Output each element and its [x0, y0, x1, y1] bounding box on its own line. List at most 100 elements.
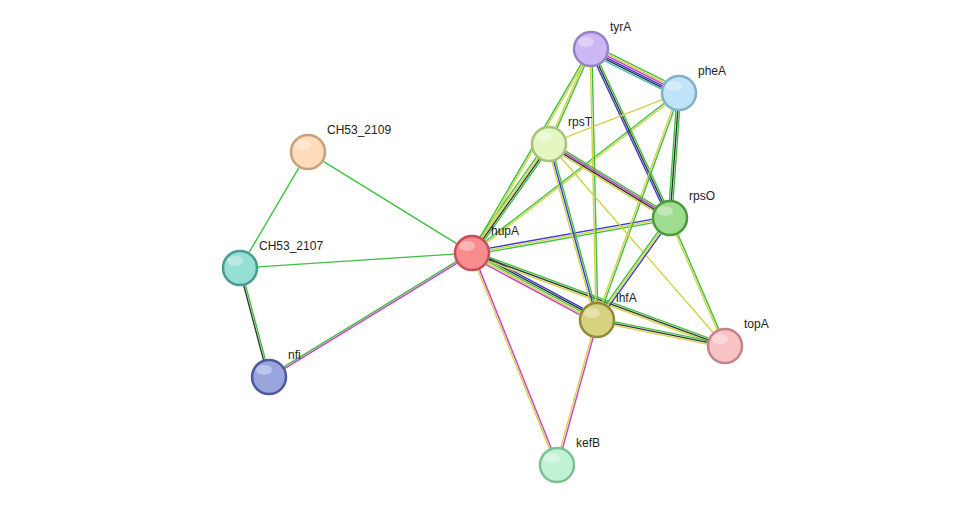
node-fill — [223, 251, 257, 285]
node-circle — [251, 359, 287, 395]
node-label: pheA — [698, 64, 726, 78]
interaction-edge — [605, 53, 665, 89]
node-circle — [661, 75, 697, 111]
evidence-line — [615, 324, 708, 343]
node-label: ihfA — [616, 291, 637, 305]
interaction-edge — [606, 232, 661, 307]
interaction-edge — [561, 337, 593, 448]
node-highlight — [227, 256, 243, 266]
node-fill — [455, 236, 489, 270]
node-fill — [291, 135, 325, 169]
node-label: tyrA — [610, 20, 631, 34]
interaction-edge — [614, 322, 707, 344]
protein-node: pheA — [661, 75, 697, 111]
evidence-line — [284, 262, 456, 367]
node-fill — [708, 329, 742, 363]
node-highlight — [459, 241, 475, 251]
evidence-line — [258, 254, 454, 267]
evidence-line — [486, 103, 665, 241]
node-highlight — [666, 81, 682, 91]
protein-node: CH53_2107 — [222, 250, 258, 286]
node-label: topA — [744, 317, 769, 331]
evidence-line — [563, 156, 653, 211]
node-circle — [454, 235, 490, 271]
evidence-line — [614, 325, 707, 344]
node-highlight — [578, 37, 594, 47]
evidence-line — [609, 234, 661, 307]
node-fill — [653, 201, 687, 235]
evidence-line — [478, 270, 550, 449]
node-label: hupA — [491, 224, 519, 238]
evidence-line — [606, 232, 658, 305]
interaction-edge — [597, 65, 664, 203]
evidence-line — [485, 160, 541, 240]
interaction-edge — [244, 285, 265, 360]
node-label: nfi — [288, 348, 301, 362]
protein-node: tyrA — [573, 31, 609, 67]
node-label: kefB — [576, 436, 600, 450]
interaction-edge — [323, 161, 456, 243]
evidence-line — [480, 269, 552, 448]
evidence-line — [608, 55, 664, 83]
evidence-line — [323, 161, 456, 243]
node-circle — [539, 447, 575, 483]
node-fill — [540, 448, 574, 482]
interaction-edge — [552, 161, 594, 303]
evidence-line — [669, 111, 675, 200]
node-label: rpsT — [568, 115, 592, 129]
node-highlight — [584, 308, 600, 318]
node-highlight — [256, 365, 272, 375]
interaction-edge — [480, 157, 541, 240]
evidence-line — [489, 259, 708, 340]
evidence-line — [490, 258, 709, 339]
node-circle — [579, 302, 615, 338]
evidence-line — [563, 338, 593, 448]
evidence-line — [566, 100, 662, 138]
protein-node: hupA — [454, 235, 490, 271]
evidence-line — [608, 56, 664, 84]
evidence-line — [607, 233, 659, 306]
protein-node: rpsO — [652, 200, 688, 236]
node-highlight — [544, 453, 560, 463]
evidence-line — [483, 159, 539, 239]
evidence-line — [552, 162, 591, 303]
node-label: CH53_2107 — [259, 239, 323, 253]
protein-node: kefB — [539, 447, 575, 483]
node-circle — [290, 134, 326, 170]
node-fill — [580, 303, 614, 337]
interaction-edge — [478, 269, 551, 448]
node-circle — [531, 126, 567, 162]
evidence-line — [607, 58, 663, 86]
node-highlight — [657, 206, 673, 216]
protein-node: ihfA — [579, 302, 615, 338]
node-circle — [222, 250, 258, 286]
interaction-edge — [561, 158, 713, 333]
interaction-edge — [488, 258, 708, 342]
protein-node: topA — [707, 328, 743, 364]
evidence-line — [615, 322, 708, 341]
interaction-edge — [669, 111, 679, 200]
interaction-edge — [566, 100, 662, 138]
node-fill — [662, 76, 696, 110]
node-label: rpsO — [689, 189, 715, 203]
node-label: CH53_2109 — [327, 123, 391, 137]
evidence-line — [565, 153, 655, 208]
evidence-line — [564, 154, 654, 209]
evidence-line — [678, 234, 719, 329]
node-circle — [573, 31, 609, 67]
evidence-line — [605, 61, 661, 89]
evidence-line — [555, 161, 594, 302]
node-circle — [652, 200, 688, 236]
node-fill — [252, 360, 286, 394]
node-fill — [532, 127, 566, 161]
evidence-line — [554, 161, 593, 302]
node-circle — [707, 328, 743, 364]
evidence-line — [606, 59, 662, 87]
evidence-line — [244, 286, 264, 360]
evidence-line — [561, 337, 591, 447]
evidence-line — [561, 158, 713, 333]
node-highlight — [295, 140, 311, 150]
interaction-edge — [258, 254, 454, 267]
evidence-line — [489, 260, 582, 310]
protein-node: rpsT — [531, 126, 567, 162]
